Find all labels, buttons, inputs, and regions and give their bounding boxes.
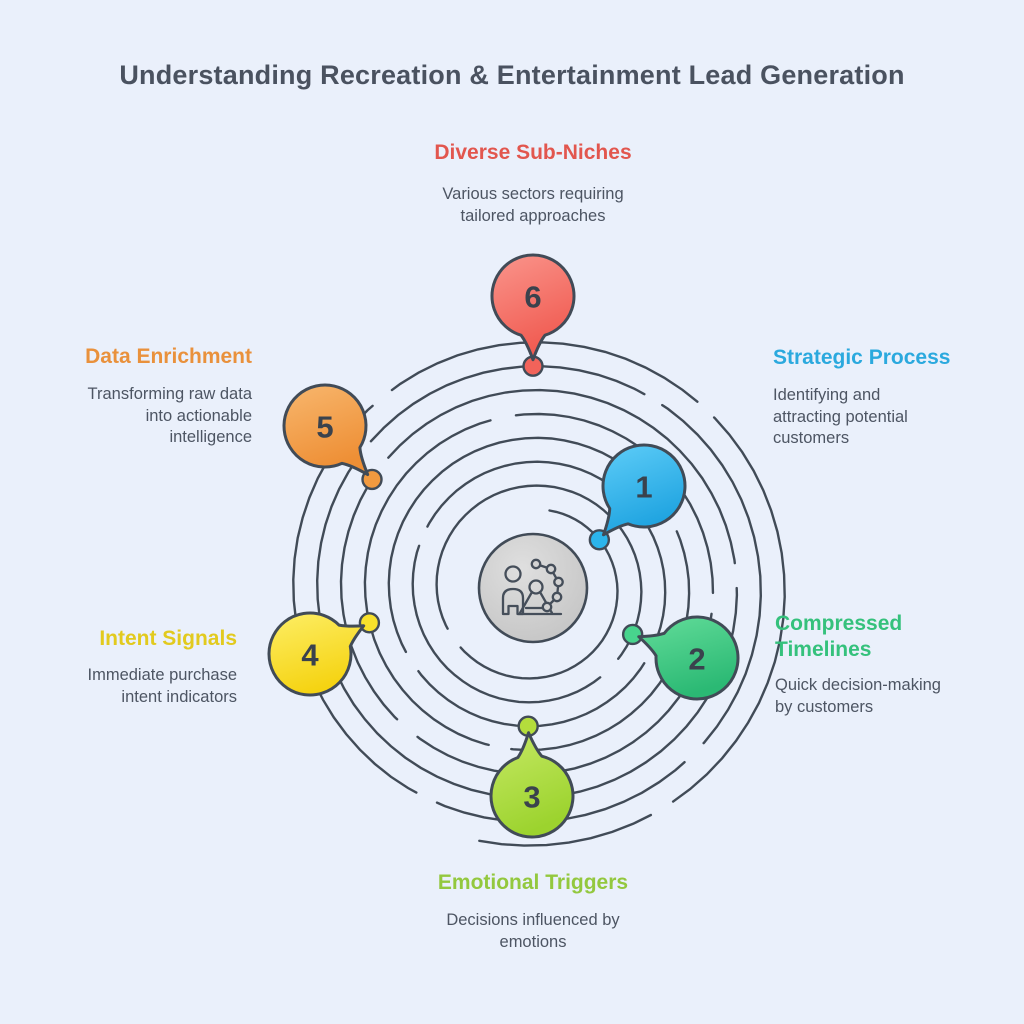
item-description: Decisions influenced by emotions — [446, 911, 620, 951]
item-description: Quick decision-making by customers — [775, 676, 941, 716]
balloon-2 — [637, 615, 740, 701]
balloon-6 — [490, 253, 576, 362]
item-heading: Compressed Timelines — [775, 612, 903, 661]
item-description: Immediate purchase intent indicators — [87, 666, 238, 706]
item-heading: Strategic Process — [773, 346, 951, 369]
center-circle — [477, 532, 589, 644]
label-intent-signals: Intent Signals Immediate purchase intent… — [7, 626, 238, 708]
center-hub — [477, 532, 589, 644]
label-data-enrichment: Data Enrichment Transforming raw data in… — [17, 344, 252, 449]
balloon-number-2: 2 — [688, 642, 705, 677]
orbit-dot-4 — [358, 612, 381, 634]
label-emotional-triggers: Emotional Triggers Decisions influenced … — [398, 870, 668, 953]
item-description: Identifying and attracting potential cus… — [773, 386, 908, 447]
balloon-1 — [601, 443, 687, 537]
balloon-number-4: 4 — [301, 638, 319, 673]
balloon-number-3: 3 — [523, 780, 540, 815]
spiral-path — [292, 341, 786, 847]
item-heading: Diverse Sub-Niches — [434, 141, 632, 164]
balloon-number-1: 1 — [635, 470, 652, 505]
item-description: Transforming raw data into actionable in… — [87, 385, 252, 446]
balloon-3 — [489, 731, 575, 839]
label-diverse-sub-niches: Diverse Sub-Niches Various sectors requi… — [418, 140, 648, 227]
balloon-number-6: 6 — [524, 280, 541, 315]
label-compressed-timelines: Compressed Timelines Quick decision-maki… — [775, 611, 985, 718]
item-heading: Data Enrichment — [85, 345, 252, 368]
item-heading: Intent Signals — [99, 627, 237, 650]
balloon-5 — [282, 383, 370, 477]
person-ferris-wheel-icon — [501, 558, 564, 616]
balloon-4 — [267, 611, 366, 697]
orbit-spiral — [292, 341, 786, 847]
item-description: Various sectors requiring tailored appro… — [442, 185, 624, 225]
balloon-number-5: 5 — [316, 410, 333, 445]
item-heading: Emotional Triggers — [437, 871, 629, 894]
page-title: Understanding Recreation & Entertainment… — [119, 60, 905, 90]
label-strategic-process: Strategic Process Identifying and attrac… — [773, 345, 983, 450]
orbit-dot-2 — [621, 623, 644, 646]
